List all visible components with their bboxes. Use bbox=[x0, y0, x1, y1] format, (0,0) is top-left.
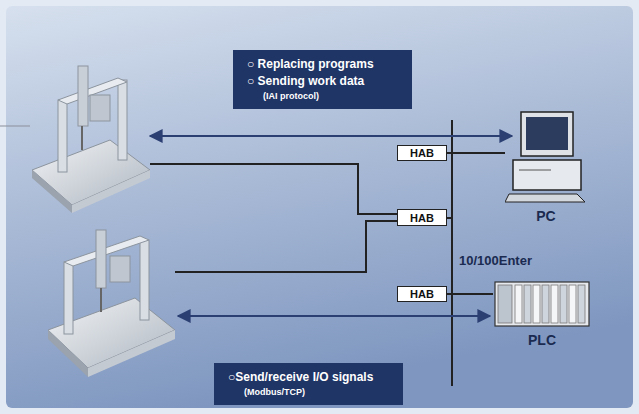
robot-illustration bbox=[32, 66, 150, 213]
double-arrow bbox=[150, 135, 512, 137]
network-label: 10/100Enter bbox=[459, 253, 532, 268]
node-text: (IAI protocol) bbox=[247, 90, 400, 103]
pc-drawing bbox=[505, 108, 587, 204]
node-text: ○Send/receive I/O signals bbox=[228, 369, 391, 386]
callout-box: ○Send/receive I/O signals(Modbus/TCP) bbox=[214, 363, 403, 405]
hub-box: HAB bbox=[397, 286, 447, 302]
node-text: ○ Replacing programs bbox=[247, 56, 400, 73]
hub-box: HAB bbox=[397, 145, 447, 161]
network-cable bbox=[447, 152, 505, 154]
robot-illustration bbox=[48, 230, 175, 377]
node-text: PLC bbox=[493, 332, 591, 348]
plc-icon: PLC bbox=[493, 280, 591, 348]
node-text: HAB bbox=[410, 212, 434, 224]
node-text: HAB bbox=[410, 288, 434, 300]
node-text: HAB bbox=[410, 147, 434, 159]
hub-box: HAB bbox=[397, 209, 447, 226]
plc-drawing bbox=[493, 280, 591, 328]
node-text: ○ Sending work data bbox=[247, 73, 400, 90]
double-arrow bbox=[178, 315, 490, 317]
pc-icon: PC bbox=[505, 108, 587, 224]
ethernet-bus bbox=[451, 120, 453, 386]
robot-cable bbox=[175, 221, 397, 272]
robot-cable bbox=[150, 164, 397, 214]
network-cable bbox=[447, 293, 493, 295]
callout-box: ○ Replacing programs○ Sending work data(… bbox=[233, 50, 412, 109]
node-text: (Modbus/TCP) bbox=[228, 386, 391, 399]
node-text: PC bbox=[505, 208, 587, 224]
